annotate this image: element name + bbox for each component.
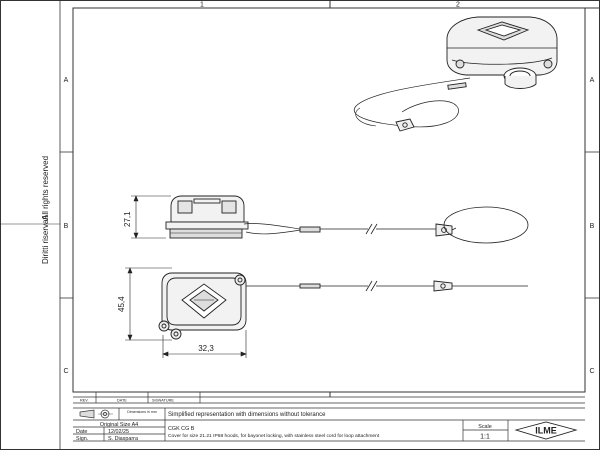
top-view [158,272,528,340]
row-label-c-right: C [589,368,594,375]
rights-reserved-it: Diritti riservati [41,215,50,264]
scale-label: Scale [478,424,492,430]
projection-symbol-icon [79,409,113,419]
dimension-width-top [162,330,247,358]
simplified-note: Simplified representation with dimension… [168,412,326,418]
iso-eyelet [395,118,415,132]
date-label: DATE [117,399,127,403]
scale-value: 1:1 [480,434,490,441]
sign-value: S. Diasparra [108,436,138,442]
date-field-label: Date [76,429,87,435]
column-label-1: 1 [200,2,204,9]
rev-label: REV. [80,399,89,403]
signature-label: SIGNATURE [152,399,174,403]
dimension-label-height-top: 45,4 [117,296,126,312]
title-block [73,392,585,442]
date-value: 12/02/25 [108,429,129,435]
side-view [165,195,529,244]
rights-reserved-en: All rights reserved [41,156,50,220]
row-label-c-left: C [63,368,68,375]
ilme-logo: ILME [514,421,578,440]
part-code: CGK CG B [168,426,195,432]
dimension-label-height-side: 27,1 [123,211,132,227]
row-label-b-left: B [64,223,69,230]
dimension-label-width-top: 32,3 [198,344,214,353]
projection-note: Dimensions in mm [127,410,157,414]
row-label-a-right: A [590,77,595,84]
dimension-height-side [131,195,171,239]
part-description: Cover for size 21.21 IP68 hoods, for bay… [168,433,380,439]
column-label-2: 2 [456,2,460,9]
sign-field-label: Sign. [76,436,88,442]
row-label-a-left: A [64,77,69,84]
dimension-height-top [125,267,172,341]
original-size-label: Original Size A4 [100,422,138,428]
row-label-b-right: B [590,223,595,230]
isometric-view [353,16,558,132]
logo-text: ILME [535,426,557,436]
